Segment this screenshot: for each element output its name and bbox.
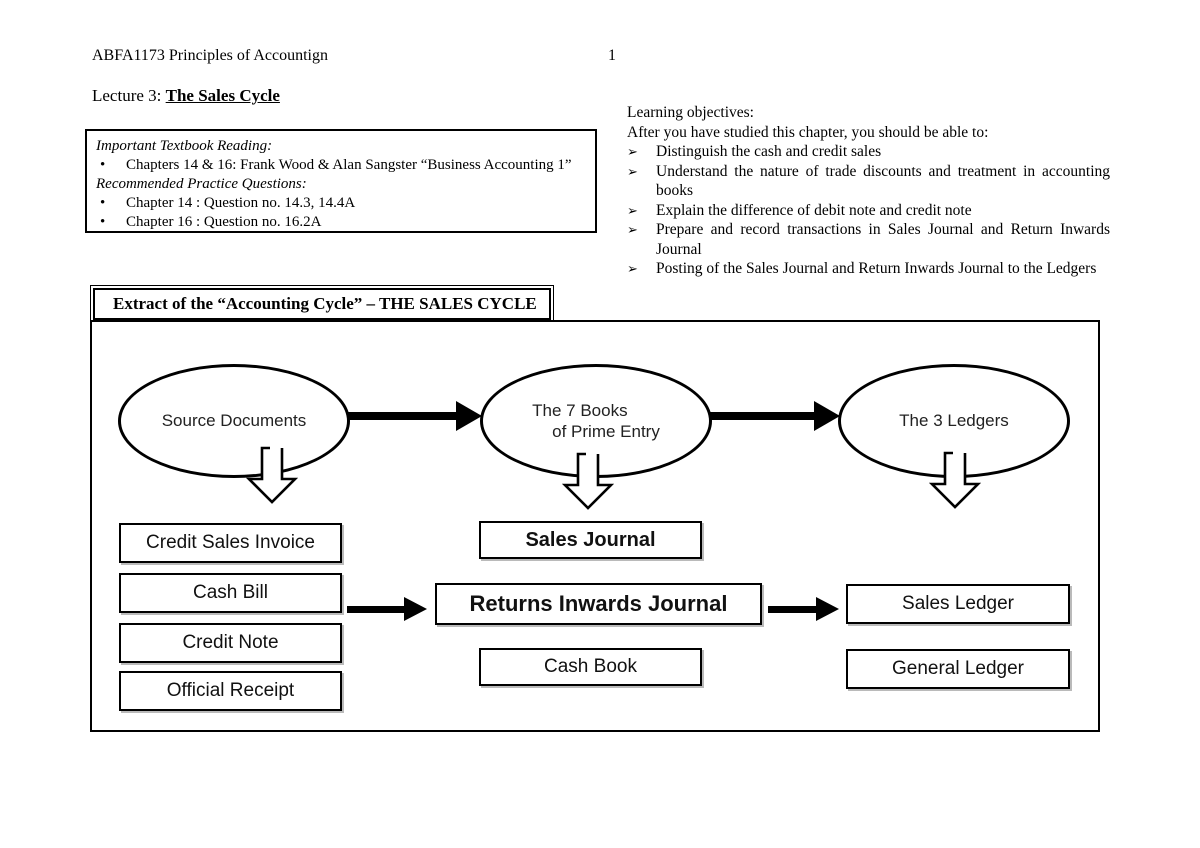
ellipse-ledgers: The 3 Ledgers [838, 364, 1070, 478]
box-general-ledger: General Ledger [846, 649, 1070, 689]
arrow-bullet-icon: ➢ [627, 202, 638, 218]
box-sales-ledger: Sales Ledger [846, 584, 1070, 624]
down-arrow-icon [562, 452, 614, 510]
diagram-title-box: Extract of the “Accounting Cycle” – THE … [90, 285, 554, 323]
arrow-bullet-icon: ➢ [627, 163, 638, 179]
box-cash-book: Cash Book [479, 648, 702, 686]
arrow-bullet-icon: ➢ [627, 222, 638, 237]
objectives-heading: Learning objectives: [627, 104, 754, 121]
practice-heading: Recommended Practice Questions: [96, 176, 307, 192]
reading-item: • Chapters 14 & 16: Frank Wood & Alan Sa… [100, 157, 572, 173]
box-credit-note: Credit Note [119, 623, 342, 663]
reading-heading: Important Textbook Reading: [96, 138, 273, 154]
objective-item: ➢ Understand the nature of trade discoun… [627, 162, 1110, 200]
box-returns-inwards-journal: Returns Inwards Journal [435, 583, 762, 625]
diagram-title: Extract of the “Accounting Cycle” – THE … [93, 288, 551, 320]
box-official-receipt: Official Receipt [119, 671, 342, 711]
box-sales-journal: Sales Journal [479, 521, 702, 559]
course-header: ABFA1173 Principles of Accountign [92, 47, 328, 64]
lecture-label: Lecture 3: [92, 86, 166, 105]
objectives-intro: After you have studied this chapter, you… [627, 123, 989, 141]
bullet-icon: • [100, 157, 106, 173]
bullet-icon: • [100, 195, 106, 211]
learning-objectives: Learning objectives: After you have stud… [627, 103, 1110, 279]
down-arrow-icon [929, 451, 981, 509]
textbook-reading-box: Important Textbook Reading: • Chapters 1… [85, 129, 597, 233]
arrow-bullet-icon: ➢ [627, 144, 638, 159]
reading-item: • Chapter 14 : Question no. 14.3, 14.4A [100, 195, 356, 211]
arrow-bullet-icon: ➢ [627, 261, 638, 276]
lecture-heading: Lecture 3: The Sales Cycle [92, 86, 280, 106]
box-credit-sales-invoice: Credit Sales Invoice [119, 523, 342, 563]
lecture-title: The Sales Cycle [165, 86, 280, 105]
objective-item: ➢ Explain the difference of debit note a… [627, 201, 972, 219]
reading-item: • Chapter 16 : Question no. 16.2A [100, 214, 322, 230]
objective-item: ➢ Posting of the Sales Journal and Retur… [627, 260, 1097, 277]
down-arrow-icon [246, 446, 298, 504]
box-cash-bill: Cash Bill [119, 573, 342, 613]
objective-item: ➢ Distinguish the cash and credit sales [627, 143, 882, 160]
bullet-icon: • [100, 214, 106, 230]
ellipse-source-documents: Source Documents [118, 364, 350, 478]
page-number: 1 [608, 47, 616, 64]
sales-cycle-diagram: Source Documents The 7 Books of Prime En… [90, 320, 1100, 732]
objective-item: ➢ Prepare and record transactions in Sal… [627, 221, 1110, 258]
